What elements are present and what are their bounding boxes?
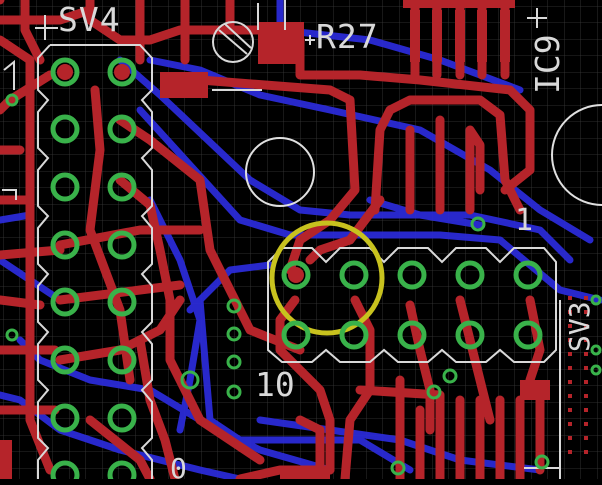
left-edge-silk (2, 59, 17, 200)
ic9-label: IC9 (528, 34, 567, 94)
pin0-label: 0 (170, 452, 187, 485)
pin1-label: 1 (515, 203, 534, 238)
sv4-pads[interactable] (50, 57, 137, 479)
pin1-pad-fill (288, 267, 304, 283)
top-copper-layer (0, 0, 545, 479)
r27-label: R27 (316, 17, 379, 56)
highlight-circle (269, 220, 385, 336)
sv4-pad-fills (57, 64, 130, 80)
sv4-silkscreen-outline (37, 44, 153, 479)
mounting-holes (245, 104, 602, 207)
misc-silkscreen (35, 0, 561, 479)
vias[interactable] (5, 93, 602, 476)
ic9-pins (410, 10, 510, 62)
bottom-smd-pins (395, 418, 525, 460)
smd-pads (0, 0, 550, 479)
sv4-label: SV4 (58, 0, 121, 39)
right-header-pads[interactable] (281, 260, 543, 350)
sv3-label: SV3 (563, 301, 596, 352)
pin10-label: 10 (255, 365, 295, 404)
sv3-pins (568, 296, 588, 454)
